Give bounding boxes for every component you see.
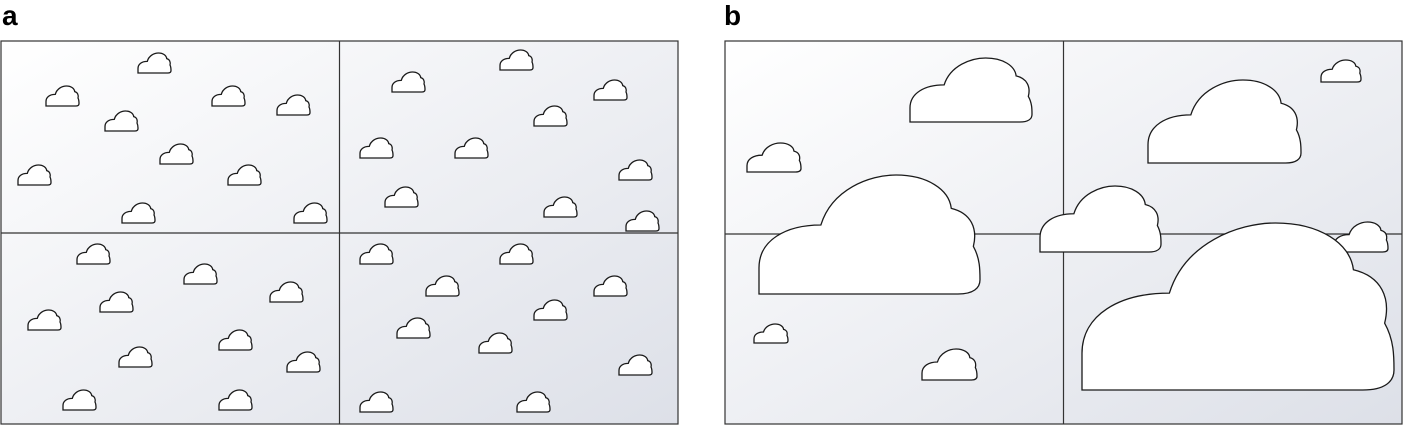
cloud-icon [1148,80,1301,163]
cloud-icon [544,197,577,217]
cloud-icon [294,203,327,223]
cloud-icon [392,72,425,92]
cloud-icon [360,244,393,264]
cloud-icon [138,53,171,73]
cloud-icon [105,111,138,131]
cloud-icon [385,187,418,207]
cloud-icon [28,310,61,330]
cloud-icon [119,347,152,367]
cloud-icon [212,86,245,106]
cloud-icon [1040,186,1161,252]
cloud-icon [500,244,533,264]
cloud-icon [455,138,488,158]
cloud-icon [397,318,430,338]
cloud-icon [100,292,133,312]
panel-b-clouds [747,58,1394,390]
cloud-icon [747,143,801,172]
cloud-icon [219,390,252,410]
panel-a-label: a [2,0,18,31]
cloud-icon [594,276,627,296]
cloud-icon [270,282,303,302]
cloud-icon [626,211,659,231]
panel-a [1,41,678,424]
cloud-icon [160,144,193,164]
cloud-icon [534,300,567,320]
cloud-icon [1321,60,1361,82]
cloud-icon [500,50,533,70]
cloud-icon [759,175,980,294]
cloud-icon [910,58,1032,122]
cloud-icon [122,203,155,223]
cloud-icon [1082,223,1394,390]
panel-b-label: b [724,0,742,31]
cloud-icon [426,276,459,296]
cloud-icon [46,86,79,106]
cloud-icon [479,333,512,353]
cloud-icon [594,80,627,100]
cloud-icon [619,355,652,375]
cloud-icon [534,106,567,126]
panel-b [725,41,1402,424]
cloud-icon [287,352,320,372]
cloud-icon [219,330,252,350]
panel-b-frame [724,40,1403,425]
cloud-icon [18,165,51,185]
cloud-icon [1334,222,1388,252]
cloud-icon [922,349,977,380]
cloud-icon [277,95,310,115]
cloud-icon [228,165,261,185]
cloud-icon [754,324,788,343]
cloud-icon [63,390,96,410]
cloud-icon [360,138,393,158]
cloud-icon [77,244,110,264]
cloud-icon [360,392,393,412]
cloud-icon [619,160,652,180]
panel-a-clouds [18,50,659,412]
cloud-icon [517,392,550,412]
cloud-icon [184,264,217,284]
